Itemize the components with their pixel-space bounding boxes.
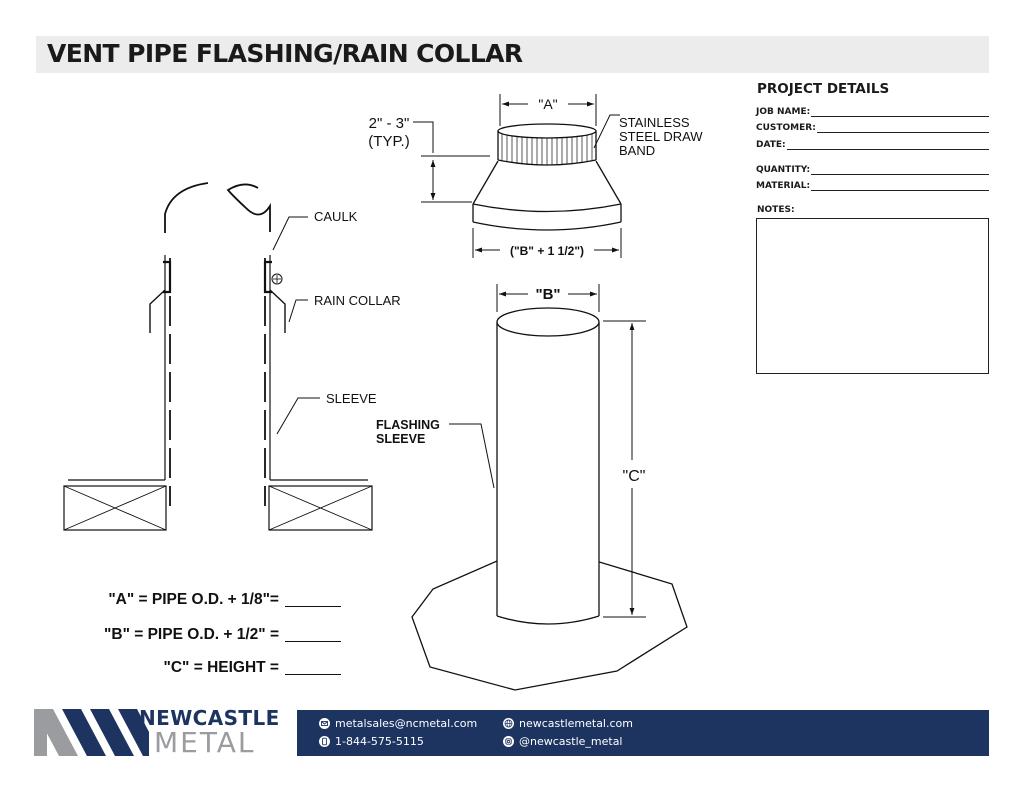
email-contact[interactable]: metalsales@ncmetal.com bbox=[319, 717, 477, 730]
rain-collar-drawing bbox=[472, 123, 622, 231]
formula-c: "C" = HEIGHT = bbox=[164, 657, 341, 677]
formula-c-text: "C" = HEIGHT = bbox=[163, 659, 279, 676]
title-bar: VENT PIPE FLASHING/RAIN COLLAR bbox=[36, 36, 989, 73]
dim-b-plus-label: ("B" + 1 1/2") bbox=[510, 244, 584, 258]
date-label: DATE: bbox=[756, 140, 786, 150]
website-text: newcastlemetal.com bbox=[519, 717, 633, 730]
email-text: metalsales@ncmetal.com bbox=[335, 717, 478, 730]
flashing-sleeve-drawing bbox=[411, 307, 688, 691]
right-block bbox=[268, 485, 373, 531]
instagram-icon bbox=[503, 736, 514, 747]
quantity-field[interactable]: QUANTITY: bbox=[756, 162, 989, 176]
job-name-label: JOB NAME: bbox=[756, 107, 811, 117]
flashing-label-line2: SLEEVE bbox=[376, 432, 425, 446]
logo-mark-icon bbox=[34, 709, 149, 756]
typ-note-label: (TYP.) bbox=[368, 133, 409, 150]
phone-contact[interactable]: 1-844-575-5115 bbox=[319, 735, 424, 748]
notes-label: NOTES: bbox=[757, 205, 795, 215]
instagram-contact[interactable]: @newcastle_metal bbox=[503, 735, 623, 748]
formula-a-blank bbox=[285, 606, 341, 607]
quantity-label: QUANTITY: bbox=[756, 165, 811, 175]
formula-a: "A" = PIPE O.D. + 1/8"= bbox=[108, 589, 341, 609]
formula-b: "B" = PIPE O.D. + 1/2" = bbox=[104, 624, 341, 644]
phone-text: 1-844-575-5115 bbox=[335, 735, 424, 748]
email-icon bbox=[319, 718, 330, 729]
rain-collar-label: RAIN COLLAR bbox=[314, 293, 401, 308]
project-details-heading: PROJECT DETAILS bbox=[757, 81, 890, 97]
customer-field[interactable]: CUSTOMER: bbox=[756, 120, 989, 134]
stainless-label-line1: STAINLESS bbox=[619, 115, 690, 130]
customer-label: CUSTOMER: bbox=[756, 123, 816, 133]
formula-b-text: "B" = PIPE O.D. + 1/2" = bbox=[104, 626, 279, 643]
stainless-label-line3: BAND bbox=[619, 143, 655, 158]
newcastle-logo: NEWCASTLE METAL bbox=[34, 706, 279, 758]
material-label: MATERIAL: bbox=[756, 181, 811, 191]
dim-c-label: "C" bbox=[623, 468, 646, 485]
notes-box[interactable] bbox=[756, 218, 989, 374]
instagram-text: @newcastle_metal bbox=[519, 735, 623, 748]
sleeve-label: SLEEVE bbox=[326, 391, 377, 406]
flashing-label-line1: FLASHING bbox=[376, 418, 440, 432]
phone-icon bbox=[319, 736, 330, 747]
project-details: PROJECT DETAILS JOB NAME: CUSTOMER: DATE… bbox=[756, 79, 990, 379]
flashing-base-plate bbox=[411, 560, 688, 691]
formula-c-blank bbox=[285, 674, 341, 675]
left-rain-collar bbox=[149, 289, 166, 333]
formula-b-blank bbox=[285, 641, 341, 642]
left-block bbox=[63, 485, 167, 531]
left-cap-arc bbox=[164, 182, 209, 233]
typ-dim-label: 2" - 3" bbox=[369, 115, 410, 132]
dim-a-label: "A" bbox=[538, 96, 557, 112]
job-name-field[interactable]: JOB NAME: bbox=[756, 104, 989, 118]
date-field[interactable]: DATE: bbox=[756, 137, 989, 151]
dim-b-label: "B" bbox=[535, 286, 560, 303]
caulk-bead bbox=[271, 273, 283, 285]
formula-a-text: "A" = PIPE O.D. + 1/8"= bbox=[108, 591, 279, 608]
right-rain-collar bbox=[269, 289, 286, 333]
caulk-label: CAULK bbox=[314, 209, 358, 224]
footer-bar: metalsales@ncmetal.com 1-844-575-5115 ne… bbox=[297, 710, 989, 756]
right-cap-arc bbox=[226, 183, 271, 232]
website-contact[interactable]: newcastlemetal.com bbox=[503, 717, 633, 730]
stainless-label-line2: STEEL DRAW bbox=[619, 129, 703, 144]
logo-word-newcastle: NEWCASTLE bbox=[139, 706, 280, 730]
material-field[interactable]: MATERIAL: bbox=[756, 178, 989, 192]
globe-icon bbox=[503, 718, 514, 729]
logo-word-metal: METAL bbox=[154, 726, 256, 759]
page-title: VENT PIPE FLASHING/RAIN COLLAR bbox=[47, 39, 523, 68]
section-view bbox=[63, 182, 373, 531]
